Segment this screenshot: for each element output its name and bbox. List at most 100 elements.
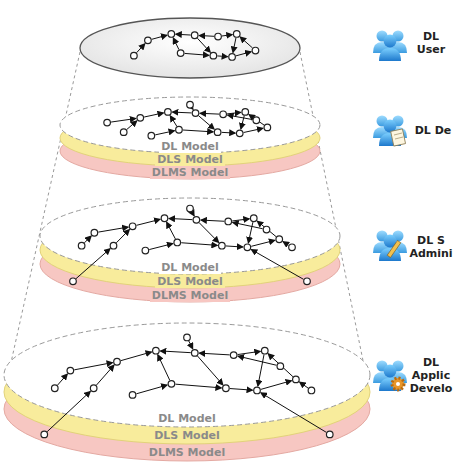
graph-dot — [168, 381, 175, 388]
graph-arrow — [283, 242, 289, 246]
graph-dot — [177, 50, 184, 57]
graph-dot — [277, 363, 284, 370]
graph-dot — [187, 205, 194, 212]
graph-arrow — [158, 355, 170, 380]
graph-arrow — [74, 363, 112, 370]
graph-dot — [51, 385, 58, 392]
graph-dot — [174, 239, 181, 246]
graph-arrow — [176, 34, 191, 36]
graph-dot — [242, 109, 249, 116]
graph-arrow — [236, 52, 251, 56]
graph-arrow — [170, 116, 177, 127]
graph-arrow — [199, 223, 219, 243]
graph-dot — [250, 215, 257, 222]
graph-arrow — [98, 227, 128, 232]
graph-arrow — [57, 374, 67, 385]
role-label: DL S Admini — [408, 234, 454, 260]
graph-dot — [215, 33, 222, 40]
graph-arrow — [227, 112, 241, 113]
graph-arrow — [261, 393, 326, 433]
graph-arrow — [152, 35, 167, 39]
graph-arrow — [160, 351, 190, 353]
graph-arrow — [238, 351, 261, 354]
graph-arrow — [222, 35, 232, 36]
graph-dot — [129, 223, 136, 230]
graph-arrow — [136, 385, 167, 394]
graph-dot — [225, 218, 232, 225]
graph-dot — [168, 31, 175, 38]
model-label: DL Model — [159, 140, 221, 153]
graph-arrow — [173, 38, 179, 49]
graph-arrow — [251, 240, 275, 246]
graph-arrow — [268, 354, 293, 377]
user-icon — [373, 31, 407, 62]
graph-arrow — [183, 130, 213, 132]
pencil-symbol — [387, 240, 401, 257]
role-label: DL User — [408, 30, 454, 56]
model-label: DLS Model — [152, 429, 222, 442]
graph-dot — [253, 117, 260, 124]
graph-dot — [220, 111, 227, 118]
graph-dot — [145, 37, 152, 44]
graph-arrow — [169, 218, 192, 219]
graph-dot — [264, 124, 271, 131]
role-label: DL Applic Develo — [408, 356, 454, 395]
graph-arrow — [121, 352, 152, 361]
graph-arrow — [167, 222, 176, 239]
graph-arrow — [232, 219, 249, 221]
graph-dot — [214, 129, 221, 136]
graph-dot — [308, 387, 315, 394]
graph-arrow — [217, 55, 227, 57]
graph-dot — [230, 352, 237, 359]
model-label: DLS Model — [155, 153, 225, 166]
graph-arrow — [238, 356, 276, 365]
graph-arrow — [244, 128, 263, 132]
graph-arrow — [155, 131, 174, 135]
graph-dot — [110, 242, 117, 249]
graph-dot — [67, 367, 74, 374]
graph-dot — [219, 242, 226, 249]
user-icon — [373, 231, 407, 262]
graph-dot — [193, 217, 200, 224]
graph-dot — [104, 119, 111, 126]
graph-dot — [161, 215, 168, 222]
graph-dot — [191, 32, 198, 39]
graph-dot — [289, 244, 296, 251]
graph-arrow — [192, 212, 194, 216]
graph-dot — [91, 229, 98, 236]
graph-arrow — [261, 381, 292, 390]
graph-arrow — [258, 355, 264, 386]
role-label: DL De — [408, 124, 458, 137]
graph-arrow — [116, 230, 129, 243]
graph-dot — [261, 347, 268, 354]
graph-dot — [78, 242, 85, 249]
graph-arrow — [199, 35, 214, 37]
top-layer-ellipse — [80, 18, 300, 78]
graph-arrow — [181, 243, 217, 246]
user-icon — [373, 116, 407, 147]
graph-dot — [192, 110, 199, 117]
graph-dot — [70, 278, 77, 285]
graph-arrow — [200, 113, 219, 115]
graph-arrow — [111, 118, 136, 122]
graph-arrow — [233, 38, 236, 53]
graph-arrow — [226, 246, 243, 247]
graph-arrow — [127, 121, 137, 130]
graph-arrow — [137, 44, 145, 53]
model-label: DLMS Model — [150, 289, 230, 302]
graph-arrow — [233, 222, 263, 228]
graph-arrow — [222, 132, 236, 134]
graph-dot — [229, 54, 236, 61]
graph-dot — [148, 132, 155, 139]
graph-dot — [276, 236, 283, 243]
document-symbol — [391, 129, 406, 146]
graph-arrow — [76, 249, 110, 279]
graph-dot — [244, 244, 251, 251]
graph-dot — [41, 431, 48, 438]
graph-arrow — [230, 389, 253, 391]
graph-arrow — [189, 341, 193, 349]
graph-dot — [120, 129, 127, 136]
graph-arrow — [192, 108, 194, 109]
